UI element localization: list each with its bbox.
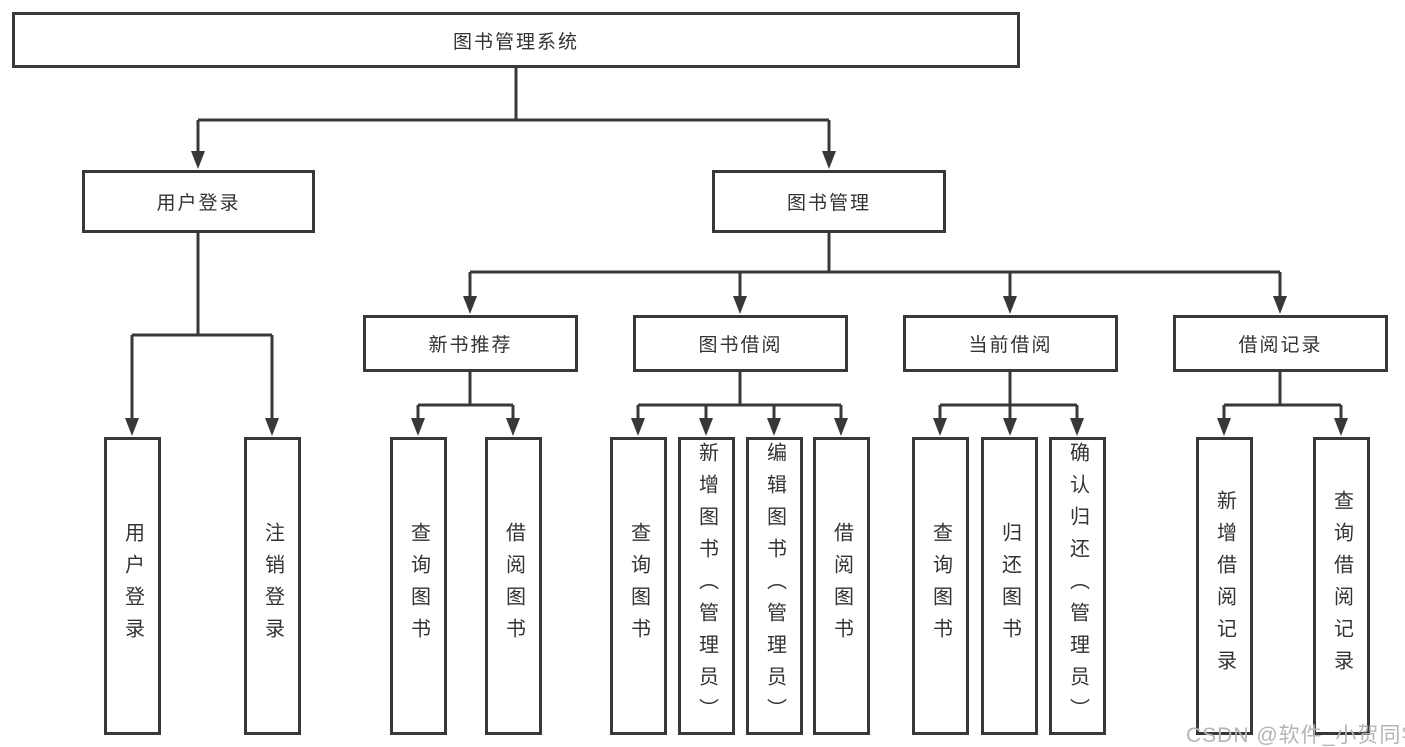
leaf-add-book-admin: 新增图书（管理员） <box>678 437 735 735</box>
leaf-borrow-books-borrow: 借阅图书 <box>813 437 870 735</box>
leaf-edit-book-admin: 编辑图书（管理员） <box>746 437 803 735</box>
node-book-management: 图书管理 <box>712 170 946 233</box>
node-new-book-recommend: 新书推荐 <box>363 315 578 372</box>
csdn-watermark: CSDN @软件_小贺同学 <box>1186 724 1405 747</box>
connector-current-borrow-to-leaves <box>938 372 1079 420</box>
node-book-borrow: 图书借阅 <box>633 315 848 372</box>
leaf-query-books-borrow: 查询图书 <box>610 437 667 735</box>
connector-book-management-to-level3 <box>468 233 1282 298</box>
leaf-confirm-return-admin: 确认归还（管理员） <box>1049 437 1106 735</box>
node-user-login: 用户登录 <box>82 170 315 233</box>
connector-book-borrow-to-leaves <box>636 372 843 420</box>
arrowheads <box>125 151 1348 436</box>
connector-new-book-recommend-to-leaves <box>416 372 515 420</box>
node-library-management-system: 图书管理系统 <box>12 12 1020 68</box>
node-borrow-records: 借阅记录 <box>1173 315 1388 372</box>
leaf-user-login: 用户登录 <box>104 437 161 735</box>
connector-borrow-records-to-leaves <box>1222 372 1343 420</box>
connector-user-login-to-leaves <box>130 233 274 420</box>
leaf-return-book: 归还图书 <box>981 437 1038 735</box>
leaf-borrow-books-recommend: 借阅图书 <box>485 437 542 735</box>
leaf-query-books-recommend: 查询图书 <box>390 437 447 735</box>
leaf-add-borrow-record: 新增借阅记录 <box>1196 437 1253 735</box>
node-current-borrow: 当前借阅 <box>903 315 1118 372</box>
leaf-query-borrow-record: 查询借阅记录 <box>1313 437 1370 735</box>
leaf-logout: 注销登录 <box>244 437 301 735</box>
connector-root-to-level2 <box>196 68 831 152</box>
leaf-query-books-current: 查询图书 <box>912 437 969 735</box>
